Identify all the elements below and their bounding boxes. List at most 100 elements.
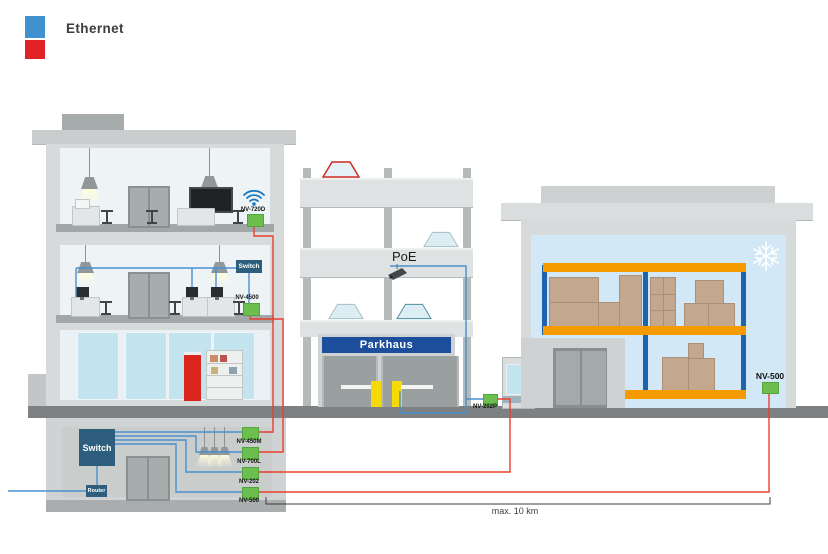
basement-device-4-label: NV-500 (238, 498, 259, 504)
red-cabinet (184, 352, 201, 401)
crate (549, 277, 599, 304)
barrier-arm (401, 385, 433, 389)
stool (232, 210, 244, 224)
basement-device-4 (242, 487, 259, 500)
crate (688, 358, 715, 391)
shelf-unit (206, 350, 243, 400)
garage-deck-3 (300, 320, 473, 337)
car-icon (423, 231, 459, 248)
shelf-item (229, 367, 237, 374)
basement-lamp-cord (224, 427, 225, 447)
car-icon (322, 161, 360, 178)
ceiling-lamp-cord (89, 148, 90, 177)
monitor (186, 287, 198, 300)
wifi-ap-label: NV-720D (240, 207, 266, 213)
garage-device-label: NV-202P (472, 404, 497, 410)
warehouse-door-panel (582, 351, 606, 405)
barrier-arm (341, 385, 372, 389)
ceiling-lamp-cord (219, 245, 220, 262)
storefront-window (125, 332, 167, 400)
office-floor2-floor (56, 315, 274, 323)
basement-device-3 (242, 467, 259, 480)
basement-lamp-icon (219, 447, 230, 455)
basement-device-1-label: NV-450M (236, 439, 262, 445)
wifi-ap-device (247, 214, 264, 227)
stool (233, 301, 245, 315)
basement-floor (46, 500, 286, 512)
basement-device-3-label: NV-202 (238, 479, 259, 485)
warehouse-penthouse (541, 186, 775, 204)
ethernet-blue-cables (8, 265, 483, 493)
car-icon (396, 303, 432, 320)
ceiling-lamp-cord (209, 148, 210, 176)
floor2-switch: Switch (236, 260, 262, 273)
legend-red-swatch (25, 40, 45, 59)
basement-lamp-cord (204, 427, 205, 447)
garage-sign: Parkhaus (322, 337, 451, 353)
street (28, 406, 828, 418)
barrier-post (392, 381, 402, 407)
warehouse-device-label: NV-500 (755, 371, 785, 381)
ceiling-lamp-icon (201, 176, 218, 188)
basement-switch: Switch (79, 429, 115, 466)
monitor (211, 287, 223, 300)
office-floor3-elevator (128, 186, 170, 228)
ceiling-lamp-icon (81, 177, 98, 189)
rack-beam (543, 326, 746, 335)
crate-grid (650, 277, 676, 328)
warehouse-door-panel (556, 351, 580, 405)
car-icon (328, 303, 364, 320)
garage-pillar (384, 168, 392, 406)
floor2-device (243, 303, 260, 316)
snowflake-icon (751, 241, 781, 271)
basement-device-2 (242, 447, 259, 460)
basement-lamp-cord (214, 427, 215, 447)
distance-label: max. 10 km (491, 506, 539, 516)
garage-roof-deck (300, 178, 473, 208)
garage-pillar (463, 168, 471, 406)
ethernet-red-cables (249, 225, 770, 493)
ceiling-lamp-glow (74, 273, 97, 285)
stool (146, 210, 158, 224)
poe-label: PoE (392, 249, 417, 264)
stool (101, 210, 113, 224)
desk (71, 297, 100, 317)
garage-sign-label: Parkhaus (359, 339, 414, 351)
rack-post (542, 265, 547, 335)
basement-elevator (126, 456, 170, 501)
shelf-item (210, 355, 218, 362)
floor2-switch-label: Switch (238, 263, 260, 270)
office-floor2-elevator (128, 272, 170, 319)
rack-beam (625, 390, 746, 399)
barrier-post (371, 381, 381, 407)
ceiling-lamp-glow (208, 273, 231, 285)
storefront-window (77, 332, 119, 400)
basement-router-label: Router (87, 488, 106, 494)
ceiling-lamp-cord (85, 245, 86, 262)
basement-lamp-glow (216, 455, 233, 468)
basement-lamp-icon (199, 447, 210, 455)
wifi-icon (243, 190, 265, 206)
sideboard (177, 208, 215, 226)
booth-base (502, 396, 533, 403)
stool (169, 301, 181, 315)
sidewalk-block (28, 374, 46, 406)
rack-beam (543, 263, 746, 272)
stool (100, 301, 112, 315)
office-penthouse (62, 114, 124, 132)
printer (75, 199, 90, 209)
warehouse-device (762, 382, 779, 394)
basement-device-2-label: NV-700L (237, 459, 261, 465)
garage-pillar (303, 168, 311, 406)
shelf-item (220, 355, 227, 362)
legend-blue-swatch (25, 16, 45, 38)
monitor (76, 287, 89, 300)
basement-device-1 (242, 427, 259, 440)
floor2-device-label: NV-4500 (235, 295, 259, 301)
basement-router: Router (86, 485, 107, 497)
shelf-item (211, 367, 218, 374)
distance-dimension-line (265, 497, 771, 505)
garage-device (483, 394, 498, 406)
